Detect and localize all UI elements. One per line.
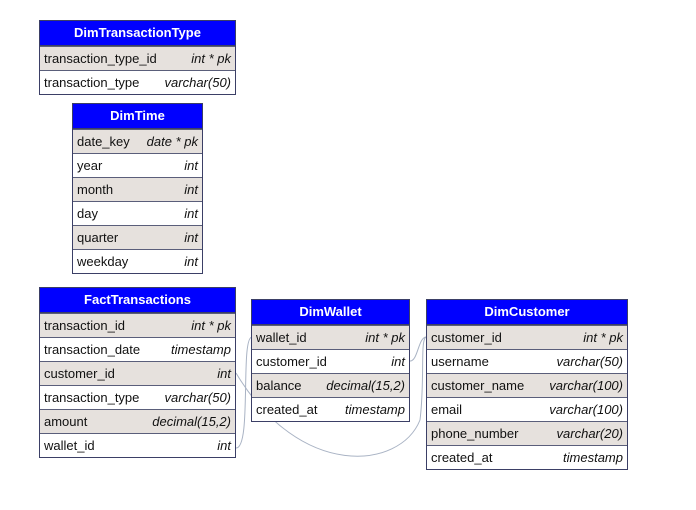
column-type: int (217, 366, 231, 381)
column-type: int (391, 354, 405, 369)
column-name: year (77, 158, 103, 173)
entity-row[interactable]: username varchar(50) (427, 349, 627, 373)
entity-row[interactable]: customer_id int (252, 349, 409, 373)
entity-row[interactable]: month int (73, 177, 202, 201)
entity-row[interactable]: created_at timestamp (252, 397, 409, 421)
column-type: int (184, 158, 198, 173)
column-name: weekday (77, 254, 129, 269)
column-name: wallet_id (44, 438, 95, 453)
column-name: transaction_id (44, 318, 125, 333)
entity-row[interactable]: balance decimal(15,2) (252, 373, 409, 397)
entity-row[interactable]: quarter int (73, 225, 202, 249)
entity-row[interactable]: customer_id int (40, 361, 235, 385)
column-type: int (184, 254, 198, 269)
column-type: int * pk (365, 330, 405, 345)
column-name: quarter (77, 230, 119, 245)
entity-title: DimTime (73, 104, 202, 129)
column-type: varchar(50) (556, 354, 623, 369)
column-name: transaction_type_id (44, 51, 157, 66)
column-type: varchar(50) (164, 390, 231, 405)
column-name: customer_id (44, 366, 115, 381)
entity-title: DimCustomer (427, 300, 627, 325)
entity-row[interactable]: date_key date * pk (73, 129, 202, 153)
entity-dim-transaction-type[interactable]: DimTransactionType transaction_type_id i… (39, 20, 236, 95)
entity-fact-transactions[interactable]: FactTransactions transaction_id int * pk… (39, 287, 236, 458)
connector-wallet-customer-to-dimcustomer (409, 336, 427, 362)
column-name: date_key (77, 134, 130, 149)
entity-row[interactable]: phone_number varchar(20) (427, 421, 627, 445)
entity-row[interactable]: year int (73, 153, 202, 177)
column-name: wallet_id (256, 330, 307, 345)
column-name: customer_name (431, 378, 525, 393)
entity-title: DimWallet (252, 300, 409, 325)
entity-row[interactable]: customer_id int * pk (427, 325, 627, 349)
entity-row[interactable]: transaction_type varchar(50) (40, 70, 235, 94)
column-name: email (431, 402, 463, 417)
entity-dim-wallet[interactable]: DimWallet wallet_id int * pk customer_id… (251, 299, 410, 422)
column-type: varchar(100) (549, 378, 623, 393)
entity-row[interactable]: wallet_id int (40, 433, 235, 457)
entity-row[interactable]: transaction_id int * pk (40, 313, 235, 337)
column-type: decimal(15,2) (152, 414, 231, 429)
column-name: customer_id (256, 354, 327, 369)
entity-row[interactable]: amount decimal(15,2) (40, 409, 235, 433)
column-type: varchar(50) (164, 75, 231, 90)
column-type: int (217, 438, 231, 453)
column-type: varchar(20) (556, 426, 623, 441)
column-type: decimal(15,2) (326, 378, 405, 393)
column-type: timestamp (171, 342, 231, 357)
column-type: int (184, 182, 198, 197)
column-name: phone_number (431, 426, 519, 441)
column-type: int * pk (191, 51, 231, 66)
column-type: timestamp (345, 402, 405, 417)
entity-row[interactable]: weekday int (73, 249, 202, 273)
entity-row[interactable]: transaction_type varchar(50) (40, 385, 235, 409)
entity-row[interactable]: customer_name varchar(100) (427, 373, 627, 397)
column-name: created_at (256, 402, 318, 417)
column-type: int * pk (583, 330, 623, 345)
column-type: timestamp (563, 450, 623, 465)
connector-fact-wallet-to-dimwallet (235, 336, 253, 449)
column-name: balance (256, 378, 302, 393)
column-type: date * pk (146, 134, 198, 149)
column-name: month (77, 182, 114, 197)
entity-row[interactable]: email varchar(100) (427, 397, 627, 421)
entity-title: DimTransactionType (40, 21, 235, 46)
entity-dim-time[interactable]: DimTime date_key date * pk year int mont… (72, 103, 203, 274)
entity-row[interactable]: transaction_date timestamp (40, 337, 235, 361)
entity-row[interactable]: created_at timestamp (427, 445, 627, 469)
column-name: transaction_date (44, 342, 141, 357)
column-name: transaction_type (44, 390, 140, 405)
column-name: customer_id (431, 330, 502, 345)
entity-row[interactable]: transaction_type_id int * pk (40, 46, 235, 70)
column-type: int (184, 230, 198, 245)
entity-title: FactTransactions (40, 288, 235, 313)
column-name: username (431, 354, 489, 369)
column-type: int (184, 206, 198, 221)
column-name: amount (44, 414, 88, 429)
entity-row[interactable]: day int (73, 201, 202, 225)
column-type: varchar(100) (549, 402, 623, 417)
column-name: transaction_type (44, 75, 140, 90)
entity-row[interactable]: wallet_id int * pk (252, 325, 409, 349)
column-name: created_at (431, 450, 493, 465)
column-type: int * pk (191, 318, 231, 333)
column-name: day (77, 206, 98, 221)
entity-dim-customer[interactable]: DimCustomer customer_id int * pk usernam… (426, 299, 628, 470)
